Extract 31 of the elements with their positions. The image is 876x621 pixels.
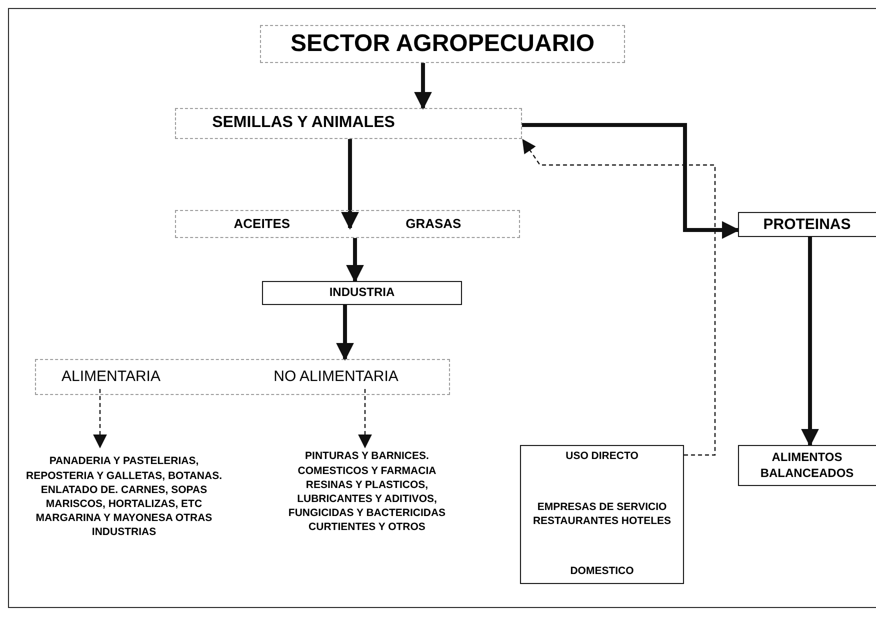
box-heading: USO DIRECTO bbox=[566, 450, 638, 464]
dashed-arrow bbox=[358, 389, 372, 448]
node-label: PROTEINAS bbox=[763, 214, 851, 234]
arrow bbox=[801, 237, 819, 447]
dashed-arrow bbox=[93, 389, 107, 448]
product-box bbox=[738, 445, 876, 486]
process-box bbox=[262, 281, 462, 305]
stage-box bbox=[175, 108, 522, 139]
product-list: PANADERIA Y PASTELERIAS, REPOSTERIA Y GALLETAS, BOTANAS. ENLATADO DE. CARNES, SOPAS MARISCOS, HORTALIZAS, ETC MARGARINA Y MAYONESA OTRAS INDUSTRIAS bbox=[18, 447, 230, 547]
dashed-arrow bbox=[522, 138, 716, 456]
stage-box bbox=[175, 210, 520, 238]
sector-box bbox=[260, 25, 625, 63]
node-label: INDUSTRIA bbox=[329, 285, 395, 301]
node-label: ACEITES bbox=[234, 216, 290, 232]
arrow bbox=[336, 305, 354, 361]
arrow bbox=[414, 63, 432, 110]
product-box bbox=[738, 212, 876, 237]
product-list: PINTURAS Y BARNICES. COMESTICOS Y FARMACIA RESINAS Y PLASTICOS, LUBRICANTES Y ADITIVOS, FUNGICIDAS Y BACTERICIDAS CURTIENTES Y OTROS bbox=[276, 447, 458, 537]
arrow bbox=[522, 123, 740, 239]
category-label: ALIMENTARIA bbox=[36, 364, 186, 390]
node-label: SEMILLAS Y ANIMALES bbox=[212, 113, 395, 134]
arrow bbox=[346, 238, 364, 283]
box-text: DOMESTICO bbox=[570, 565, 634, 579]
node-label: GRASAS bbox=[406, 216, 462, 232]
node-label: SECTOR AGROPECUARIO bbox=[290, 29, 595, 60]
category-label: NO ALIMENTARIA bbox=[236, 364, 436, 390]
node-label: ALIMENTOS BALANCEADOS bbox=[759, 450, 855, 482]
use-box bbox=[520, 445, 684, 584]
arrow bbox=[341, 139, 359, 230]
box-text: EMPRESAS DE SERVICIO RESTAURANTES HOTELES bbox=[532, 500, 672, 528]
category-band bbox=[35, 359, 450, 395]
